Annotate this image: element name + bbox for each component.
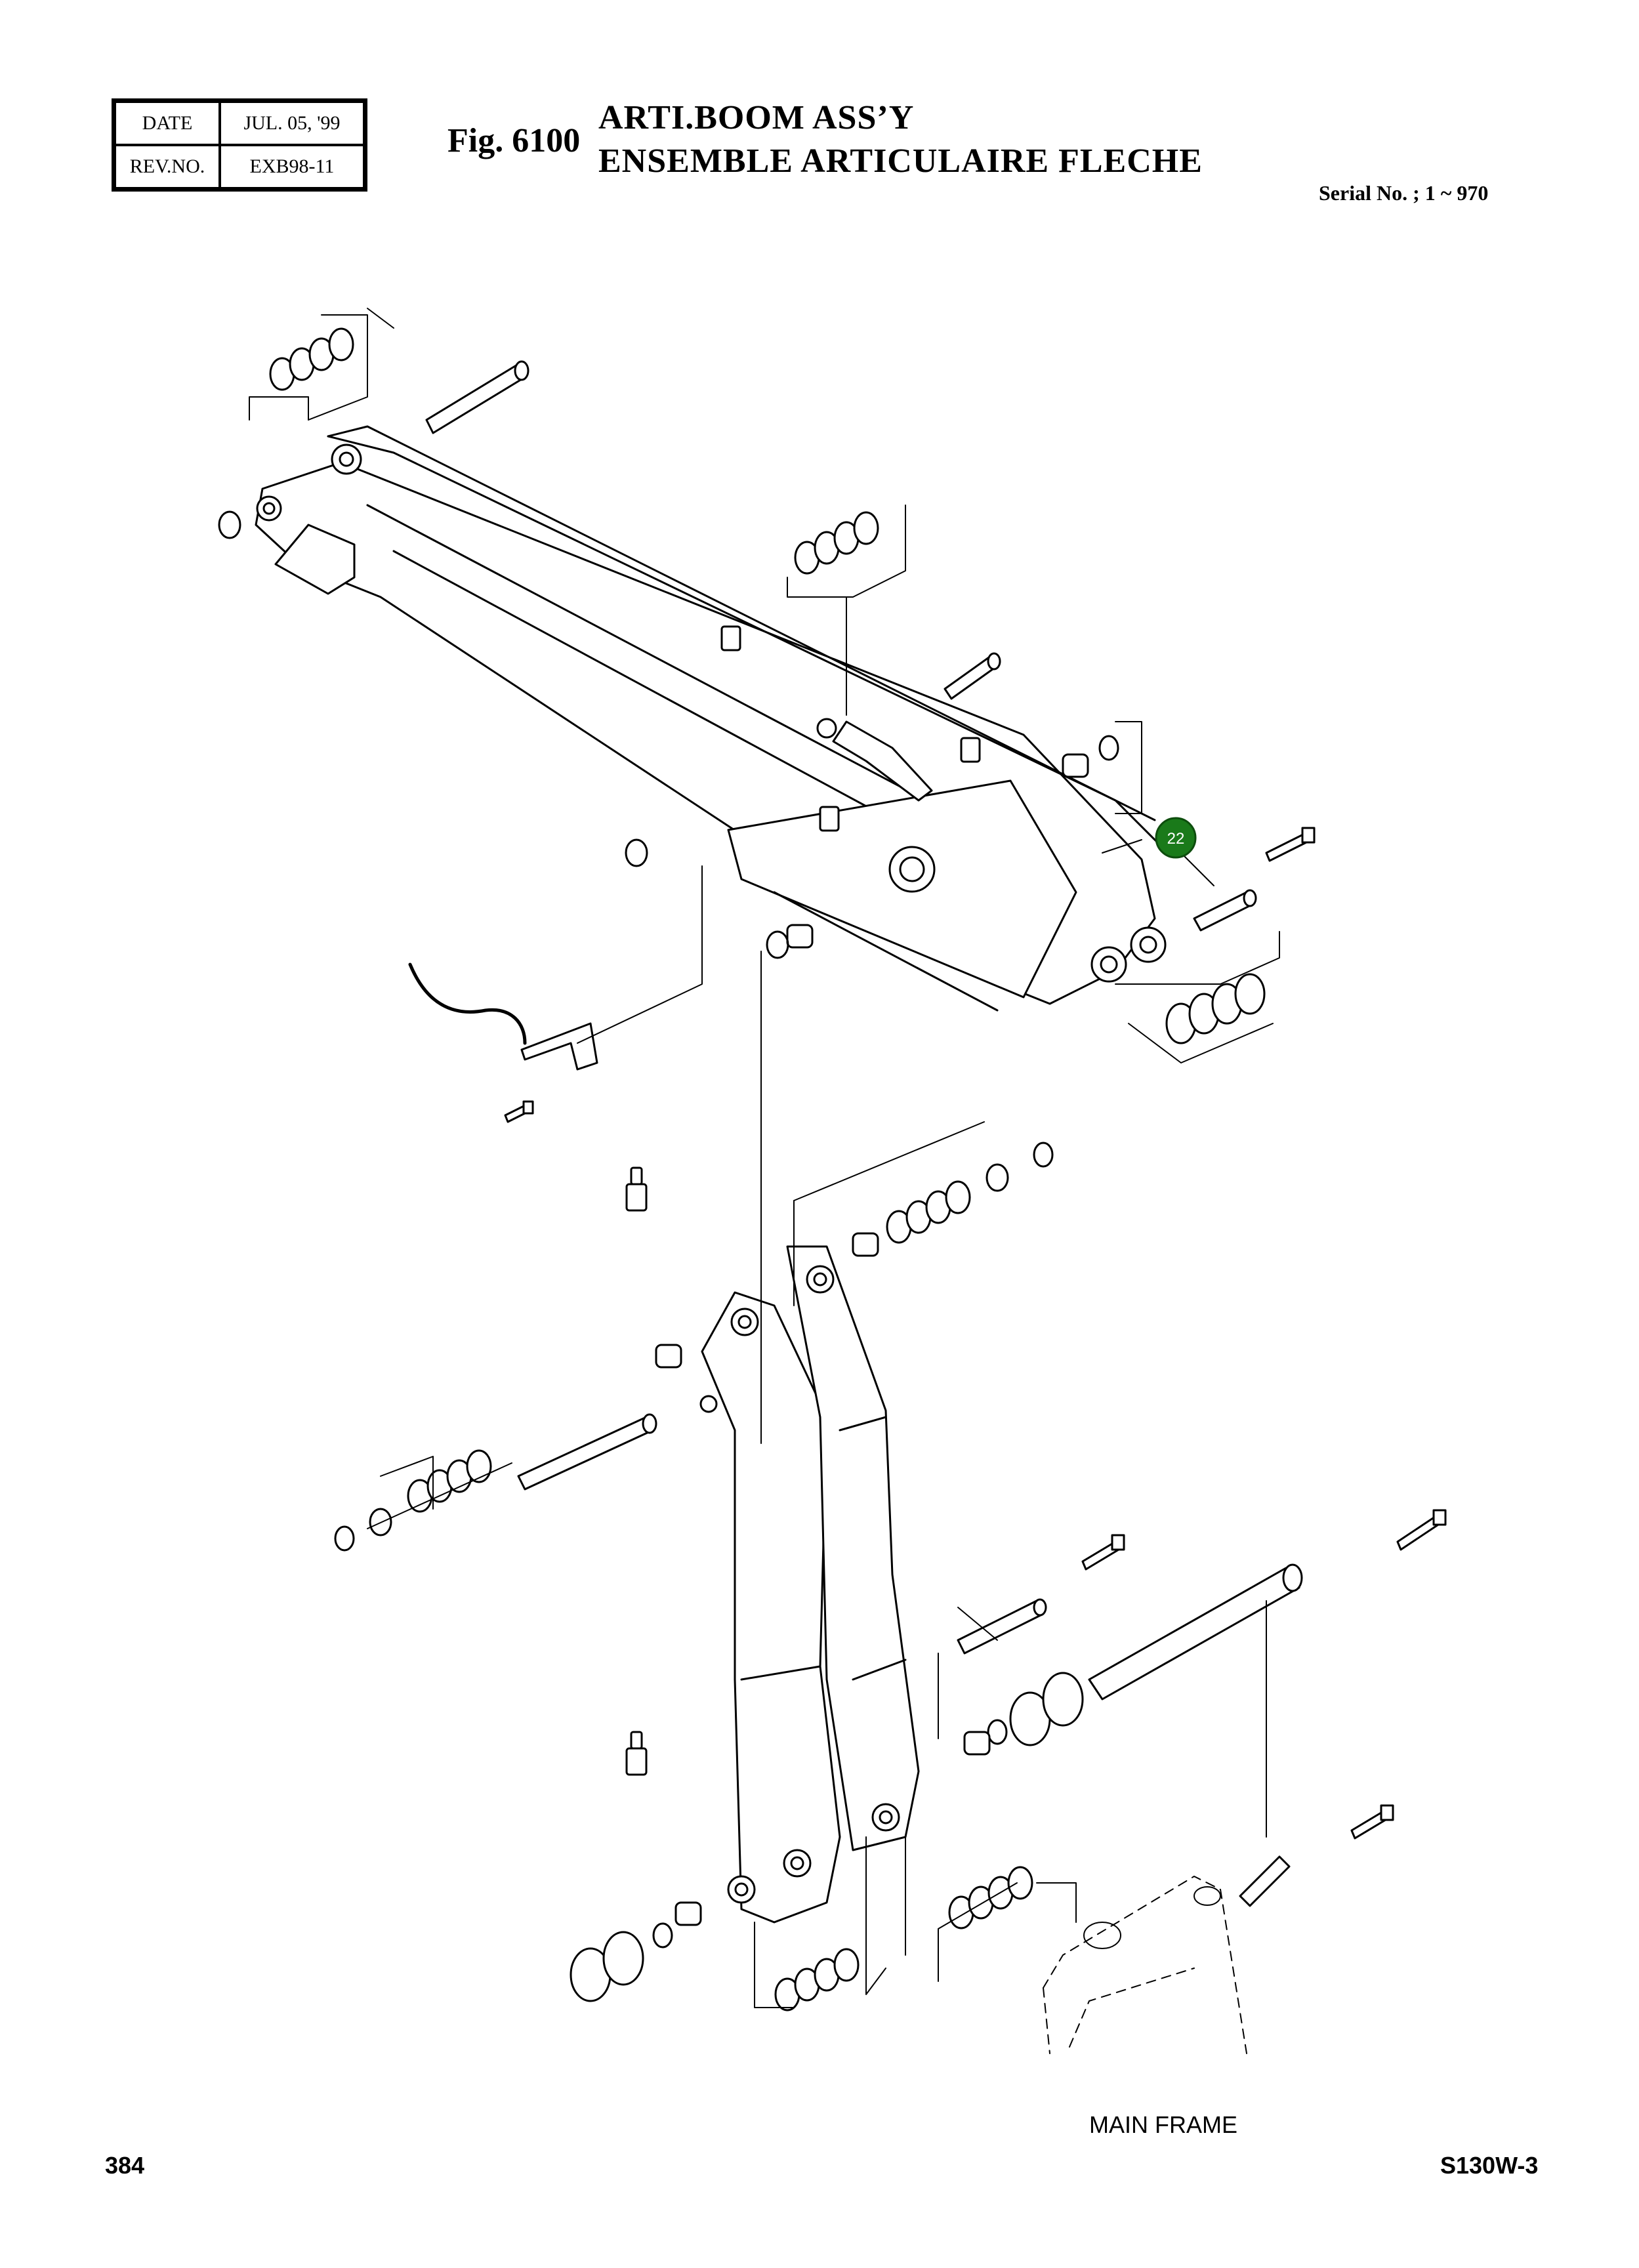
callout-number: 22 <box>1167 830 1185 848</box>
main-frame-bracket <box>1043 1876 1247 2054</box>
leader-lines <box>249 308 1280 2008</box>
lower-arm <box>699 1245 920 1924</box>
revision-table: DATE JUL. 05, '99 REV.NO. EXB98-11 <box>112 98 367 192</box>
title-french: ENSEMBLE ARTICULAIRE FLECHE <box>598 142 1203 180</box>
bushings <box>655 753 1089 1926</box>
serial-number: Serial No. ; 1 ~ 970 <box>1319 181 1489 205</box>
figure-number: Fig. 6100 <box>447 122 581 159</box>
grease-nipples <box>625 625 981 1776</box>
main-frame-label: MAIN FRAME <box>1089 2111 1238 2138</box>
sensor-bracket <box>408 962 598 1071</box>
date-label: DATE <box>115 102 220 145</box>
title-english: ARTI.BOOM ASS’Y <box>598 99 915 136</box>
page-number: 384 <box>105 2152 145 2179</box>
shim-stacks <box>269 327 1266 2011</box>
date-value: JUL. 05, '99 <box>220 102 364 145</box>
rev-label: REV.NO. <box>115 145 220 188</box>
pins <box>425 360 1303 1907</box>
callout-22: 22 <box>1155 817 1214 886</box>
upper-arm <box>255 425 1169 1012</box>
bolts <box>504 827 1447 1840</box>
o-rings <box>218 510 1119 1552</box>
rev-value: EXB98-11 <box>220 145 364 188</box>
model-number: S130W-3 <box>1440 2152 1539 2179</box>
